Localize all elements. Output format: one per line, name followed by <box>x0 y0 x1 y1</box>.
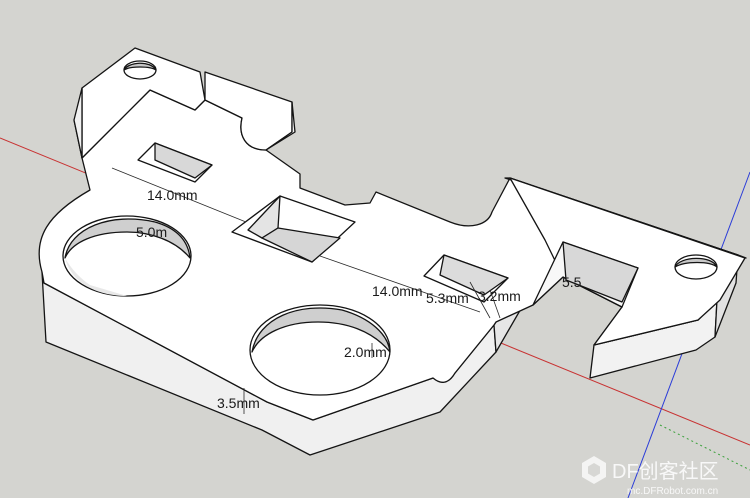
notch-right[interactable] <box>532 241 639 308</box>
dim-slot-depth: 5.3mm <box>426 290 469 306</box>
right-block-top <box>509 177 746 346</box>
dim-plate-thickness: 3.5mm <box>217 395 260 411</box>
watermark-brand: DF创客社区 <box>612 460 719 483</box>
dimension-labels: 14.0mm 5.0m 14.0mm 5.3mm 3.2mm 2.0mm 3.5… <box>136 187 582 411</box>
dim-slot-width: 14.0mm <box>372 283 423 299</box>
dim-hole-depth: 2.0mm <box>344 344 387 360</box>
top-left-block <box>81 47 206 159</box>
dimension-lines <box>111 167 501 414</box>
dim-hole-diameter: 5.0m <box>136 224 167 240</box>
3d-part-model[interactable] <box>38 47 747 456</box>
dim-notch-width: 5.5 <box>562 274 582 290</box>
hole-top-small[interactable] <box>123 60 157 80</box>
dim-top-width: 14.0mm <box>147 187 198 203</box>
upper-step-side <box>265 101 296 151</box>
plate-top-face <box>38 89 739 421</box>
hole-center[interactable] <box>249 304 391 396</box>
pocket-top-left[interactable] <box>137 142 213 183</box>
hole-left[interactable] <box>62 215 192 297</box>
watermark: DF创客社区 mc.DFRobot.com.cn <box>582 456 719 497</box>
top-left-block-side <box>73 87 83 159</box>
dfrobot-logo-icon <box>582 456 606 484</box>
pocket-center[interactable] <box>231 195 356 263</box>
watermark-url: mc.DFRobot.com.cn <box>627 486 718 497</box>
dim-slot-gap: 3.2mm <box>478 288 521 304</box>
pocket-right[interactable] <box>423 254 509 303</box>
hole-right-small[interactable] <box>674 254 718 280</box>
green-axis <box>659 424 750 471</box>
